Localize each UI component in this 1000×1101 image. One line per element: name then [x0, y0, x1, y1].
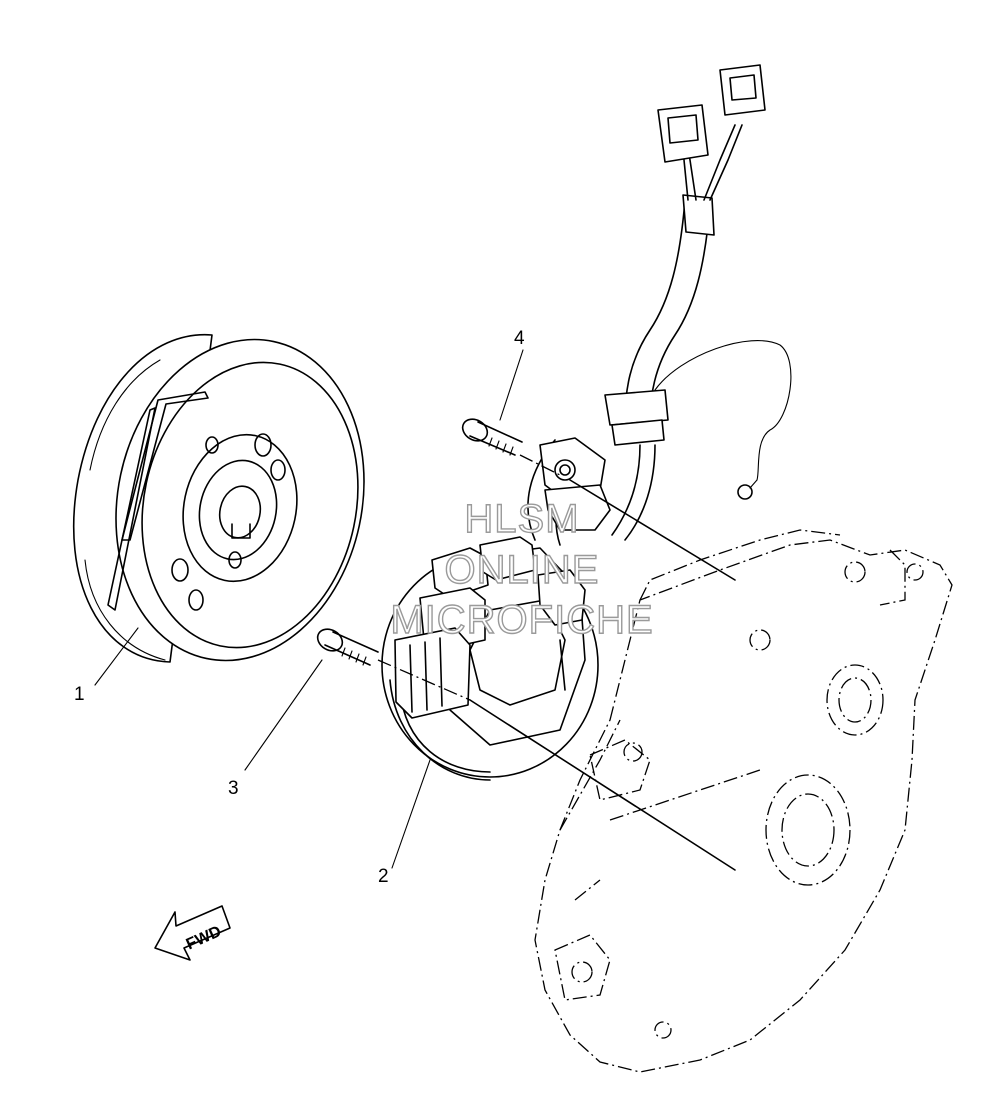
fwd-direction-arrow: FWD: [154, 905, 231, 961]
callout-part-1: 1: [74, 684, 85, 705]
callout-part-2: 2: [378, 866, 389, 887]
watermark: HLSM ONLINE MICROFICHE: [390, 496, 654, 642]
callout-part-3: 3: [228, 778, 239, 799]
stator-assembly: [381, 437, 611, 781]
alignment-lines: [377, 454, 736, 871]
crankcase-cover-phantom: [534, 529, 953, 1073]
bolt-part-3: [316, 628, 379, 666]
watermark-line-1: HLSM: [464, 497, 579, 541]
leader-lines: [94, 349, 524, 869]
wiring-harness: [604, 64, 792, 541]
watermark-line-3: MICROFICHE: [390, 598, 653, 642]
callout-part-4: 4: [514, 328, 525, 349]
bolt-part-4: [461, 418, 523, 456]
flywheel-rotor: [72, 334, 365, 663]
watermark-line-2: ONLINE: [445, 548, 600, 592]
